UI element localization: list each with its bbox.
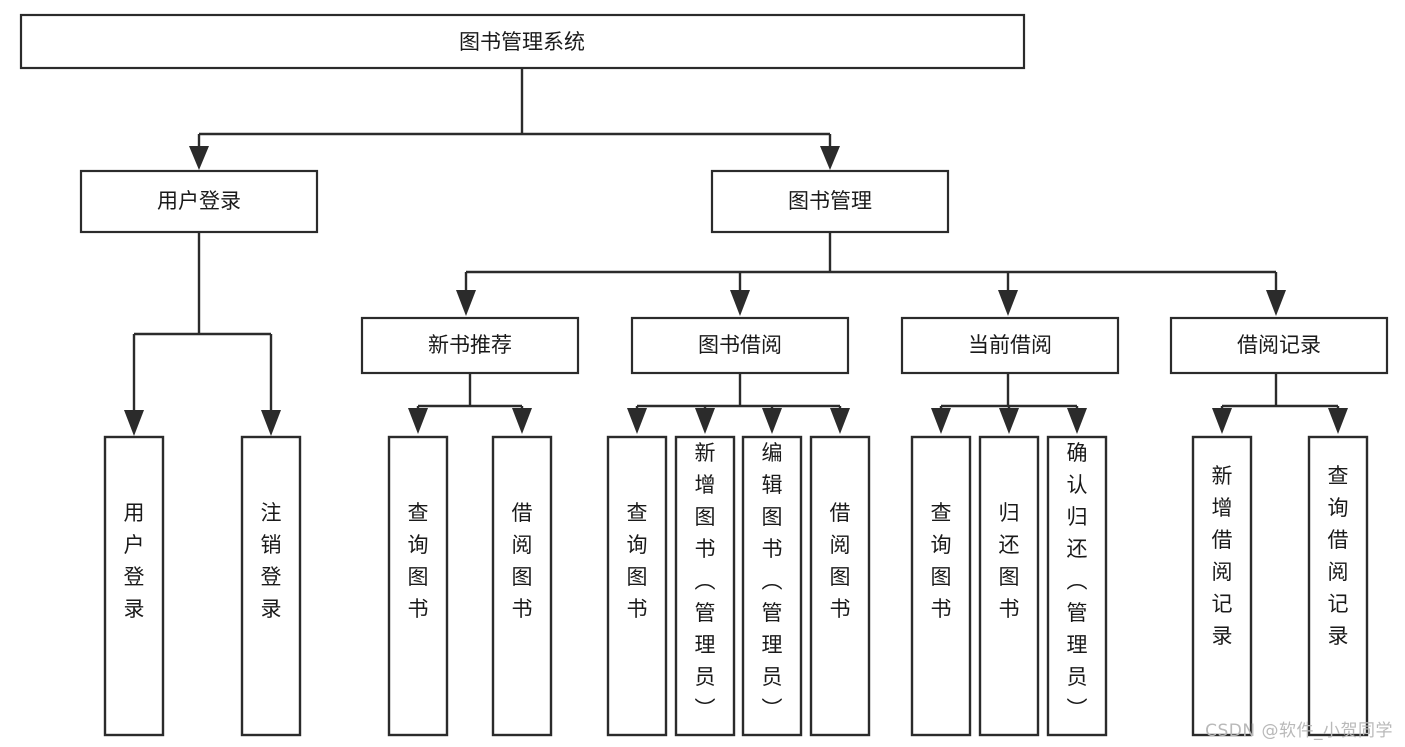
node-leaf-edit-book[interactable]: 编辑图书︵管理员︶	[741, 435, 803, 737]
csdn-watermark: CSDN @软件_小贺同学	[1205, 721, 1393, 741]
node-leaf-add-book-box[interactable]	[674, 435, 736, 737]
node-user-login[interactable]: 用户登录	[79, 169, 319, 234]
node-leaf-add-record-label: 新增借阅记录	[1212, 464, 1233, 648]
arrow-head-book-management	[820, 146, 840, 170]
arrow-head-leaf-confirm-return	[1067, 408, 1087, 434]
node-book-management-label: 图书管理	[788, 189, 872, 213]
node-leaf-borrow-book-1-label: 借阅图书	[512, 501, 533, 621]
node-borrow-record[interactable]: 借阅记录	[1169, 316, 1389, 375]
arrow-head-book-borrow	[730, 290, 750, 316]
node-leaf-user-login-box[interactable]	[103, 435, 165, 737]
node-leaf-query-book-3-box[interactable]	[910, 435, 972, 737]
node-new-book-recommend-label: 新书推荐	[428, 333, 512, 357]
arrow-head-new-book-recommend	[456, 290, 476, 316]
node-root[interactable]: 图书管理系统	[19, 13, 1026, 70]
connector-layer	[124, 68, 1348, 436]
node-leaf-query-book-1-box[interactable]	[387, 435, 449, 737]
node-leaf-add-record-box[interactable]	[1191, 435, 1253, 737]
node-leaf-query-record-box[interactable]	[1307, 435, 1369, 737]
arrow-head-leaf-add-book	[695, 408, 715, 434]
node-leaf-add-book[interactable]: 新增图书︵管理员︶	[674, 435, 736, 737]
arrow-head-leaf-borrow-book-1	[512, 408, 532, 434]
node-leaf-add-book-label: 新增图书︵管理员︶	[695, 441, 716, 721]
node-borrow-record-box[interactable]	[1169, 316, 1389, 375]
node-current-borrow[interactable]: 当前借阅	[900, 316, 1120, 375]
node-leaf-confirm-return-box[interactable]	[1046, 435, 1108, 737]
node-leaf-confirm-return[interactable]: 确认归还︵管理员︶	[1046, 435, 1108, 737]
node-book-management-box[interactable]	[710, 169, 950, 234]
node-root-box[interactable]	[19, 13, 1026, 70]
arrow-head-leaf-logout-login	[261, 410, 281, 436]
node-book-borrow-box[interactable]	[630, 316, 850, 375]
node-leaf-edit-book-label: 编辑图书︵管理员︶	[762, 441, 783, 721]
node-borrow-record-label: 借阅记录	[1237, 333, 1321, 357]
arrow-head-leaf-query-book-2	[627, 408, 647, 434]
node-leaf-add-record[interactable]: 新增借阅记录	[1191, 435, 1253, 737]
node-leaf-query-book-2-label: 查询图书	[627, 501, 648, 621]
node-leaf-logout-login-label: 注销登录	[261, 501, 282, 621]
node-leaf-query-record[interactable]: 查询借阅记录	[1307, 435, 1369, 737]
arrow-head-leaf-add-record	[1212, 408, 1232, 434]
node-leaf-return-book-label: 归还图书	[999, 501, 1020, 621]
arrow-head-leaf-return-book	[999, 408, 1019, 434]
arrow-head-leaf-edit-book	[762, 408, 782, 434]
node-current-borrow-label: 当前借阅	[968, 333, 1052, 357]
node-leaf-query-book-2[interactable]: 查询图书	[606, 435, 668, 737]
node-leaf-logout-login[interactable]: 注销登录	[240, 435, 302, 737]
node-leaf-borrow-book-2-label: 借阅图书	[830, 501, 851, 621]
arrow-head-current-borrow	[998, 290, 1018, 316]
node-new-book-recommend[interactable]: 新书推荐	[360, 316, 580, 375]
node-book-management[interactable]: 图书管理	[710, 169, 950, 234]
node-new-book-recommend-box[interactable]	[360, 316, 580, 375]
node-leaf-query-book-3-label: 查询图书	[931, 501, 952, 621]
node-leaf-borrow-book-1[interactable]: 借阅图书	[491, 435, 553, 737]
node-leaf-query-book-1-label: 查询图书	[408, 501, 429, 621]
node-leaf-query-book-1[interactable]: 查询图书	[387, 435, 449, 737]
node-leaf-confirm-return-label: 确认归还︵管理员︶	[1067, 441, 1088, 721]
node-current-borrow-box[interactable]	[900, 316, 1120, 375]
node-leaf-borrow-book-2[interactable]: 借阅图书	[809, 435, 871, 737]
arrow-head-leaf-user-login	[124, 410, 144, 436]
node-leaf-query-record-label: 查询借阅记录	[1328, 464, 1349, 648]
arrow-head-leaf-borrow-book-2	[830, 408, 850, 434]
arrow-head-leaf-query-book-3	[931, 408, 951, 434]
node-leaf-edit-book-box[interactable]	[741, 435, 803, 737]
node-user-login-label: 用户登录	[157, 189, 241, 213]
arrow-head-leaf-query-record	[1328, 408, 1348, 434]
node-book-borrow[interactable]: 图书借阅	[630, 316, 850, 375]
node-leaf-user-login[interactable]: 用户登录	[103, 435, 165, 737]
leaf-layer: 用户登录 注销登录 查询图书 借阅图书 查询图书 新增图书︵管理员︶	[103, 435, 1369, 737]
arrow-head-user-login	[189, 146, 209, 170]
node-leaf-query-book-2-box[interactable]	[606, 435, 668, 737]
node-leaf-borrow-book-1-box[interactable]	[491, 435, 553, 737]
arrow-head-borrow-record	[1266, 290, 1286, 316]
node-root-label: 图书管理系统	[459, 30, 585, 54]
node-book-borrow-label: 图书借阅	[698, 333, 782, 357]
node-leaf-user-login-label: 用户登录	[124, 501, 145, 621]
node-leaf-query-book-3[interactable]: 查询图书	[910, 435, 972, 737]
node-leaf-return-book-box[interactable]	[978, 435, 1040, 737]
node-user-login-box[interactable]	[79, 169, 319, 234]
node-leaf-borrow-book-2-box[interactable]	[809, 435, 871, 737]
arrow-head-leaf-query-book-1	[408, 408, 428, 434]
node-leaf-logout-login-box[interactable]	[240, 435, 302, 737]
node-leaf-return-book[interactable]: 归还图书	[978, 435, 1040, 737]
